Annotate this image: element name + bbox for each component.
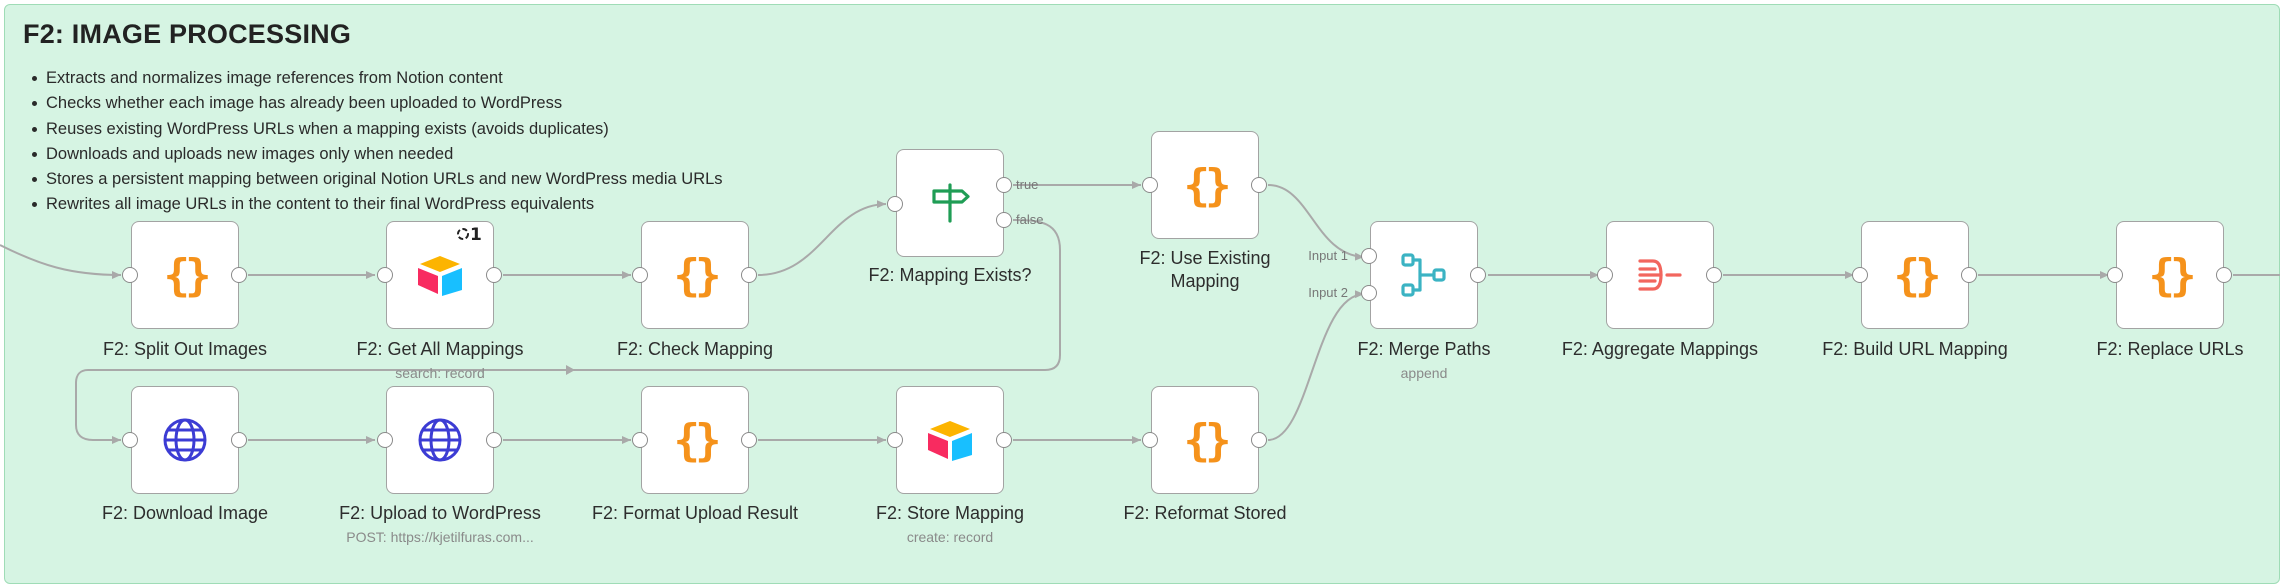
code-braces-icon: {}: [2148, 249, 2197, 301]
code-braces-icon: {}: [1183, 414, 1232, 466]
input-port[interactable]: [1852, 267, 1868, 283]
output-port[interactable]: [1961, 267, 1977, 283]
node-replace-urls[interactable]: {}: [2116, 221, 2224, 329]
label-line: Mapping: [1170, 271, 1240, 291]
signpost-icon: [928, 181, 972, 225]
node-label: F2: Download Image: [101, 503, 269, 523]
node-label: F2: Upload to WordPress: [339, 503, 541, 523]
globe-icon: [417, 417, 463, 463]
node-aggregate-mappings[interactable]: [1606, 221, 1714, 329]
airtable-icon: [416, 254, 464, 296]
node-download-image[interactable]: [131, 386, 239, 494]
edge-incoming: [0, 244, 122, 279]
code-braces-icon: {}: [163, 249, 212, 301]
node-get-all-mappings[interactable]: [386, 221, 494, 329]
input-port[interactable]: [2107, 267, 2123, 283]
merge-icon: [1400, 251, 1448, 299]
loop-direction-arrow: [566, 365, 575, 375]
output-port[interactable]: [1470, 267, 1486, 283]
output-port[interactable]: [486, 432, 502, 448]
output-port[interactable]: [1251, 432, 1267, 448]
node-reformat-stored[interactable]: {}: [1151, 386, 1259, 494]
bullet-item: Stores a persistent mapping between orig…: [29, 168, 723, 193]
aggregate-icon: [1637, 255, 1683, 295]
node-subtitle: create: record: [906, 529, 994, 545]
output-port-false[interactable]: [996, 212, 1012, 228]
node-mapping-exists[interactable]: [896, 149, 1004, 257]
node-label: F2: Use Existing Mapping: [1065, 247, 1345, 293]
node-label: F2: Replace URLs: [2096, 339, 2244, 359]
input-port[interactable]: [887, 432, 903, 448]
node-check-mapping[interactable]: {}: [641, 221, 749, 329]
node-label: F2: Check Mapping: [616, 339, 774, 359]
bullet-item: Reuses existing WordPress URLs when a ma…: [29, 118, 723, 143]
node-label: F2: Reformat Stored: [1123, 503, 1287, 523]
branch-label-true: true: [1016, 177, 1039, 192]
output-port[interactable]: [741, 432, 757, 448]
input-port[interactable]: [377, 432, 393, 448]
output-port[interactable]: [741, 267, 757, 283]
node-subtitle: append: [1400, 365, 1448, 381]
node-upload-to-wordpress[interactable]: [386, 386, 494, 494]
badge-count: 1: [470, 225, 482, 245]
input-port[interactable]: [1597, 267, 1613, 283]
bullet-item: Downloads and uploads new images only wh…: [29, 143, 723, 168]
input-label-1: Input 1: [1308, 248, 1348, 263]
code-braces-icon: {}: [1183, 159, 1232, 211]
node-label: F2: Split Out Images: [102, 339, 268, 359]
input-port[interactable]: [1142, 177, 1158, 193]
node-label: F2: Aggregate Mappings: [1561, 339, 1759, 359]
node-format-upload-result[interactable]: {}: [641, 386, 749, 494]
bullet-item: Extracts and normalizes image references…: [29, 67, 723, 92]
input-port[interactable]: [887, 196, 903, 212]
node-label: F2: Mapping Exists?: [868, 265, 1032, 285]
output-port[interactable]: [1251, 177, 1267, 193]
output-port-true[interactable]: [996, 177, 1012, 193]
node-label: F2: Build URL Mapping: [1822, 339, 2008, 359]
edge-check-to-ifnode: [757, 200, 887, 276]
globe-icon: [162, 417, 208, 463]
input-port-1[interactable]: [1361, 248, 1377, 264]
branch-label-false: false: [1016, 212, 1044, 227]
node-merge-paths[interactable]: [1370, 221, 1478, 329]
output-port[interactable]: [231, 267, 247, 283]
edge-use-to-merge: [1267, 184, 1365, 261]
code-braces-icon: {}: [1893, 249, 1942, 301]
label-line: F2: Use Existing: [1139, 248, 1271, 268]
input-port[interactable]: [122, 267, 138, 283]
output-port[interactable]: [486, 267, 502, 283]
pinned-data-badge[interactable]: 1: [456, 225, 482, 245]
bullet-item: Checks whether each image has already be…: [29, 92, 723, 117]
run-count-icon: [457, 228, 469, 240]
input-port[interactable]: [377, 267, 393, 283]
node-store-mapping[interactable]: [896, 386, 1004, 494]
node-subtitle: search: record: [395, 365, 485, 381]
input-port[interactable]: [632, 267, 648, 283]
input-port[interactable]: [632, 432, 648, 448]
node-use-existing-mapping[interactable]: {}: [1151, 131, 1259, 239]
input-port[interactable]: [1142, 432, 1158, 448]
node-label: F2: Format Upload Result: [591, 503, 799, 523]
output-port[interactable]: [231, 432, 247, 448]
edge-reformat-to-merge: [1267, 290, 1365, 441]
input-label-2: Input 2: [1308, 285, 1348, 300]
input-port-2[interactable]: [1361, 285, 1377, 301]
output-port[interactable]: [996, 432, 1012, 448]
output-port[interactable]: [1706, 267, 1722, 283]
node-label: F2: Get All Mappings: [356, 339, 524, 359]
node-label: F2: Store Mapping: [875, 503, 1025, 523]
node-split-out-images[interactable]: {}: [131, 221, 239, 329]
sticky-bullet-list: Extracts and normalizes image references…: [29, 67, 723, 219]
code-braces-icon: {}: [673, 249, 722, 301]
node-build-url-mapping[interactable]: {}: [1861, 221, 1969, 329]
node-label: F2: Merge Paths: [1357, 339, 1491, 359]
sticky-title: F2: IMAGE PROCESSING: [23, 19, 352, 49]
input-port[interactable]: [122, 432, 138, 448]
node-subtitle: POST: https://kjetilfuras.com...: [346, 529, 534, 545]
bullet-item: Rewrites all image URLs in the content t…: [29, 193, 723, 218]
airtable-icon: [926, 419, 974, 461]
output-port[interactable]: [2216, 267, 2232, 283]
code-braces-icon: {}: [673, 414, 722, 466]
